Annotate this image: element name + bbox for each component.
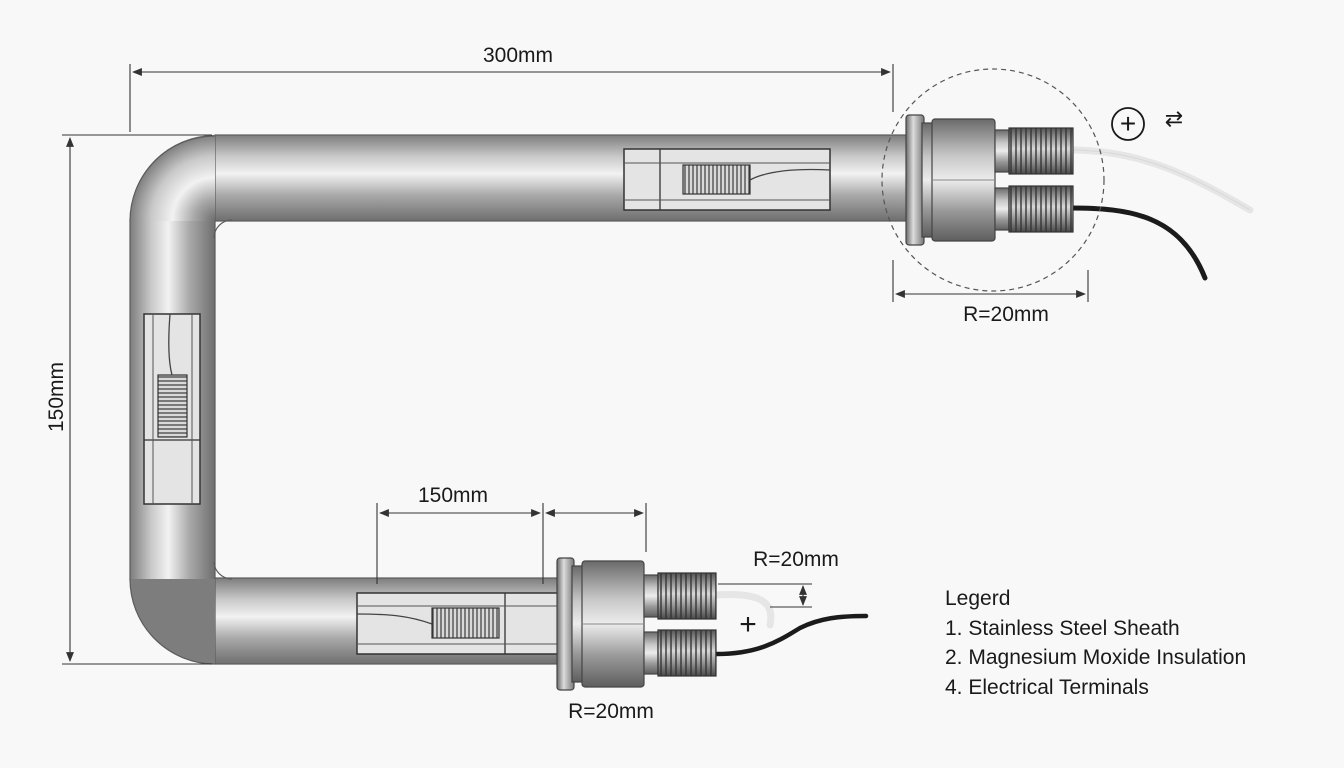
dimension-lines [62,64,1089,665]
electrical-terminal-bottom [556,557,869,691]
stainless-steel-sheath [129,134,916,665]
dim-label-radius-bottom: R=20mm [568,700,654,723]
legend: Legerd 1. Stainless Steel Sheath 2. Magn… [945,584,1246,702]
black-wire-top [1067,205,1208,281]
dim-label-150mm-vertical: 150mm [45,362,68,432]
legend-item-terminals: 4. Electrical Terminals [945,675,1149,699]
heating-coil-left [157,374,188,438]
legend-item-insulation: 2. Magnesium Moxide Insulation [945,646,1247,669]
positive-symbol-bottom: + [739,608,757,641]
flow-symbol: ⇄ [1165,107,1183,132]
white-wire-bottom [712,590,775,629]
legend-title: Legerd [945,587,1011,610]
positive-symbol-top: + [1120,108,1136,139]
dim-label-300mm: 300mm [483,44,553,67]
positive-symbol-circle [1111,107,1145,141]
electrical-terminal-top [881,68,1254,292]
magnesium-oxide-insulation-window-top [623,148,831,211]
magnesium-oxide-insulation-window-left [143,313,201,505]
heating-coil-bottom [431,607,500,639]
dim-label-radius-top: R=20mm [963,303,1049,326]
magnesium-oxide-insulation-window-bottom [356,592,560,655]
dim-label-150mm-bottom: 150mm [418,484,488,507]
black-wire-bottom [713,613,869,657]
legend-item-sheath: 1. Stainless Steel Sheath [945,616,1180,640]
dim-label-radius-terminal: R=20mm [753,548,839,571]
heating-coil-top [682,164,751,195]
white-wire-top [1066,146,1254,214]
